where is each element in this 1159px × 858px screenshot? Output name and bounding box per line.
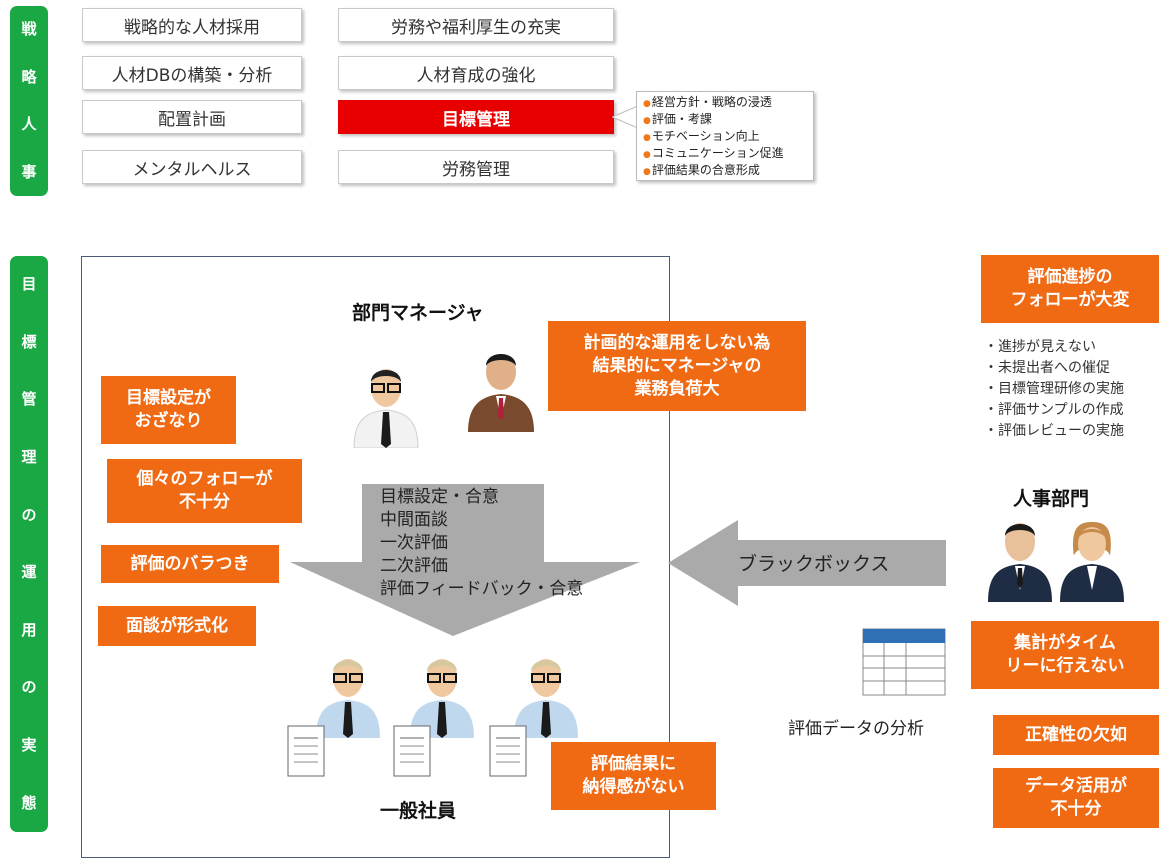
hr-task: 未提出者への催促 xyxy=(984,358,1124,379)
process-step: 二次評価 xyxy=(380,556,448,576)
issue-accuracy: 正確性の欠如 xyxy=(993,715,1159,755)
strategy-hr-char: 人 xyxy=(21,115,37,134)
strategy-hr-char: 事 xyxy=(21,162,37,181)
hr-task: 評価レビューの実施 xyxy=(984,421,1124,442)
hr-task: 進捗が見えない xyxy=(984,337,1124,358)
process-step: 評価フィードバック・合意 xyxy=(380,579,584,599)
callout-item: 経営方針・戦略の浸透 xyxy=(643,95,807,112)
issue-utilization: データ活用が 不十分 xyxy=(993,768,1159,828)
issue-variance: 評価のバラつき xyxy=(101,545,279,583)
goal-management-box: 目標管理 xyxy=(338,100,614,134)
goal-management-reality-label: 目 標 管 理 の 運 用 の 実 態 xyxy=(10,256,48,832)
strategy-hr-char: 略 xyxy=(21,67,37,86)
issue-follow-up: 個々のフォローが 不十分 xyxy=(107,459,302,523)
reality-char: 用 xyxy=(21,620,37,639)
strategy-box: 戦略的な人材採用 xyxy=(82,8,302,42)
strategy-box: 人材DBの構築・分析 xyxy=(82,56,302,90)
callout-item: モチベーション向上 xyxy=(643,129,807,146)
strategy-box: 配置計画 xyxy=(82,100,302,134)
issue-goal-setting: 目標設定が おざなり xyxy=(101,376,236,444)
data-table-icon xyxy=(862,628,946,696)
callout-item: 評価結果の合意形成 xyxy=(643,163,807,180)
reality-char: 態 xyxy=(21,793,37,812)
strategy-box: 労務管理 xyxy=(338,150,614,184)
callout-item: 評価・考課 xyxy=(643,112,807,129)
process-steps: 目標設定・合意 中間面談 一次評価 二次評価 評価フィードバック・合意 xyxy=(380,486,583,601)
manager-label: 部門マネージャ xyxy=(352,302,484,324)
reality-char: の xyxy=(21,505,37,524)
employee-person-icon xyxy=(316,659,380,738)
issue-result: 評価結果に 納得感がない xyxy=(551,742,716,810)
manager-person-icon xyxy=(468,354,534,432)
document-icon xyxy=(393,725,431,777)
issue-progress: 評価進捗の フォローが大変 xyxy=(981,255,1159,323)
reality-char: の xyxy=(21,678,37,697)
process-step: 一次評価 xyxy=(380,533,448,553)
hr-task: 評価サンプルの作成 xyxy=(984,400,1124,421)
document-icon xyxy=(489,725,527,777)
strategy-hr-label: 戦 略 人 事 xyxy=(10,6,48,196)
strategy-box: 労務や福利厚生の充実 xyxy=(338,8,614,42)
black-box-arrow xyxy=(668,520,946,606)
reality-char: 運 xyxy=(21,563,37,582)
employee-person-icon xyxy=(410,659,474,738)
process-step: 中間面談 xyxy=(380,510,448,530)
callout-item: コミュニケーション促進 xyxy=(643,146,807,163)
goal-management-callout: 経営方針・戦略の浸透 評価・考課 モチベーション向上 コミュニケーション促進 評… xyxy=(636,91,814,181)
reality-char: 標 xyxy=(21,332,37,351)
hr-person-icon xyxy=(1060,522,1124,602)
process-down-arrow xyxy=(290,484,640,636)
employee-person-icon xyxy=(514,659,578,738)
black-box-label: ブラックボックス xyxy=(738,553,890,575)
hr-task-list: 進捗が見えない 未提出者への催促 目標管理研修の実施 評価サンプルの作成 評価レ… xyxy=(984,337,1124,442)
hr-person-icon xyxy=(988,523,1052,602)
issue-aggregate: 集計がタイム リーに行えない xyxy=(971,621,1159,689)
hr-label: 人事部門 xyxy=(1013,488,1090,510)
reality-char: 実 xyxy=(21,736,37,755)
strategy-hr-char: 戦 xyxy=(21,20,37,39)
strategy-box: メンタルヘルス xyxy=(82,150,302,184)
manager-person-icon xyxy=(353,369,419,448)
strategy-box: 人材育成の強化 xyxy=(338,56,614,90)
issue-manager-load: 計画的な運用をしない為 結果的にマネージャの 業務負荷大 xyxy=(548,321,806,411)
analysis-label: 評価データの分析 xyxy=(788,719,924,739)
reality-char: 管 xyxy=(21,390,37,409)
reality-char: 目 xyxy=(21,275,37,294)
document-icon xyxy=(287,725,325,777)
employee-label: 一般社員 xyxy=(380,800,457,822)
issue-interview: 面談が形式化 xyxy=(98,606,256,646)
process-step: 目標設定・合意 xyxy=(380,487,499,507)
reality-char: 理 xyxy=(21,448,37,467)
hr-task: 目標管理研修の実施 xyxy=(984,379,1124,400)
